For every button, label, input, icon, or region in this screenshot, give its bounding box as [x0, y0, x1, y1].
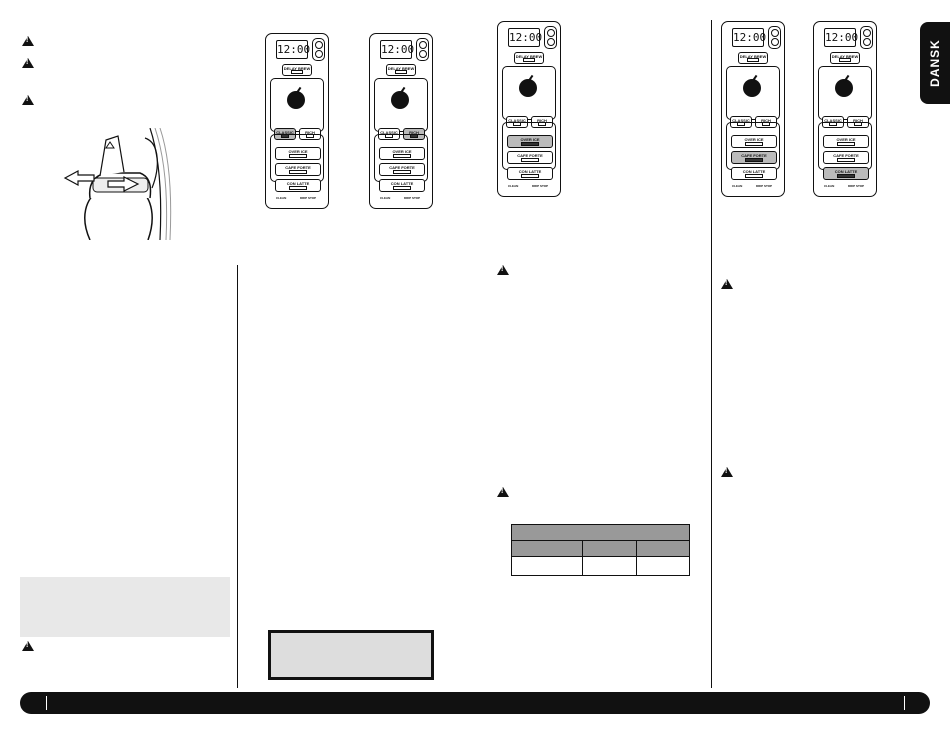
data-table — [510, 524, 691, 576]
warning-icon — [22, 641, 34, 651]
size-dial[interactable] — [743, 79, 761, 97]
language-tab: DANSK — [920, 22, 950, 104]
column-divider — [711, 20, 712, 688]
clock-display: 12:00 — [732, 28, 766, 47]
clock-display: 12:00 — [824, 28, 858, 47]
drip-stop-label[interactable]: DRIP STOP — [756, 184, 773, 188]
column-divider — [237, 265, 238, 688]
info-box — [20, 577, 230, 637]
warning-icon — [22, 95, 34, 105]
cafe-forte-button[interactable]: CAFE FORTE — [823, 151, 869, 164]
delay-brew-button[interactable]: DELAY BREW — [386, 64, 416, 76]
cafe-forte-button[interactable]: CAFE FORTE — [507, 151, 553, 164]
delay-brew-button[interactable]: DELAY BREW — [282, 64, 312, 76]
delay-brew-button[interactable]: DELAY BREW — [830, 52, 860, 64]
over-ice-button[interactable]: OVER ICE — [823, 135, 869, 148]
size-dial-area — [270, 78, 324, 132]
clean-label[interactable]: CLEAN — [380, 196, 391, 200]
clock-buttons[interactable] — [312, 38, 325, 61]
size-dial[interactable] — [287, 91, 305, 109]
con-latte-button[interactable]: CON LATTE — [731, 167, 777, 180]
over-ice-button[interactable]: OVER ICE — [507, 135, 553, 148]
clock-display: 12:00 — [276, 40, 310, 59]
warning-icon — [22, 58, 34, 68]
con-latte-button[interactable]: CON LATTE — [823, 167, 869, 180]
clean-label[interactable]: CLEAN — [732, 184, 743, 188]
clean-label[interactable]: CLEAN — [276, 196, 287, 200]
clean-label[interactable]: CLEAN — [824, 184, 835, 188]
cafe-forte-button[interactable]: CAFE FORTE — [379, 163, 425, 176]
clock-buttons[interactable] — [544, 26, 557, 49]
size-dial-area — [374, 78, 428, 132]
over-ice-button[interactable]: OVER ICE — [731, 135, 777, 148]
drip-stop-label[interactable]: DRIP STOP — [300, 196, 317, 200]
clean-label[interactable]: CLEAN — [508, 184, 519, 188]
clock-buttons[interactable] — [860, 26, 873, 49]
warning-icon — [22, 36, 34, 46]
cafe-forte-button[interactable]: CAFE FORTE — [275, 163, 321, 176]
warning-icon — [497, 265, 509, 275]
size-dial-area — [502, 66, 556, 120]
drip-stop-label[interactable]: DRIP STOP — [404, 196, 421, 200]
clock-buttons[interactable] — [768, 26, 781, 49]
drip-stop-label[interactable]: DRIP STOP — [532, 184, 549, 188]
size-dial-area — [726, 66, 780, 120]
delay-brew-button[interactable]: DELAY BREW — [738, 52, 768, 64]
warning-icon — [721, 279, 733, 289]
con-latte-button[interactable]: CON LATTE — [379, 179, 425, 192]
clock-buttons[interactable] — [416, 38, 429, 61]
page-footer-bar — [20, 692, 930, 714]
note-box — [268, 630, 434, 680]
warning-icon — [721, 467, 733, 477]
size-dial[interactable] — [519, 79, 537, 97]
clock-display: 12:00 — [380, 40, 414, 59]
clock-display: 12:00 — [508, 28, 542, 47]
table-header-row — [511, 524, 690, 541]
size-dial[interactable] — [391, 91, 409, 109]
over-ice-button[interactable]: OVER ICE — [379, 147, 425, 160]
carafe-illustration — [63, 128, 172, 240]
size-dial[interactable] — [835, 79, 853, 97]
drip-stop-label[interactable]: DRIP STOP — [848, 184, 865, 188]
language-tab-label: DANSK — [928, 39, 942, 87]
con-latte-button[interactable]: CON LATTE — [507, 167, 553, 180]
warning-icon — [497, 487, 509, 497]
over-ice-button[interactable]: OVER ICE — [275, 147, 321, 160]
delay-brew-button[interactable]: DELAY BREW — [514, 52, 544, 64]
size-dial-area — [818, 66, 872, 120]
cafe-forte-button[interactable]: CAFE FORTE — [731, 151, 777, 164]
con-latte-button[interactable]: CON LATTE — [275, 179, 321, 192]
